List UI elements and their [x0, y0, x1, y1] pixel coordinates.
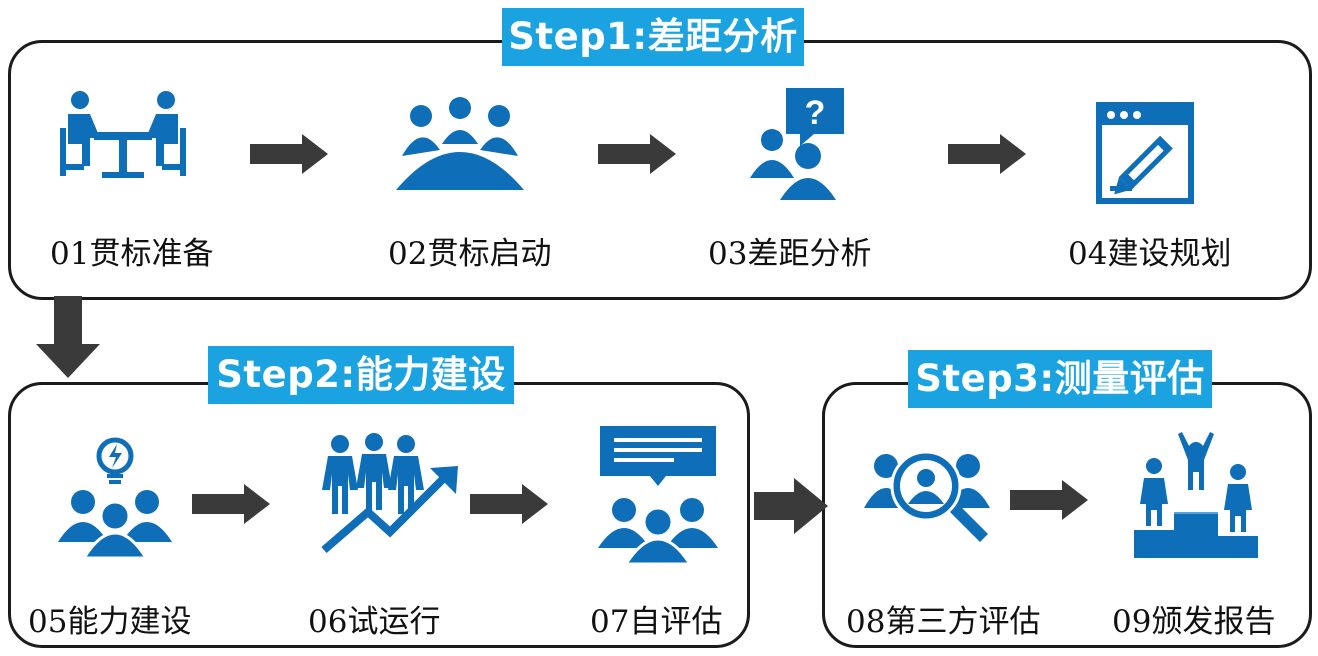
- arrow-01-02: [250, 134, 330, 174]
- step3-banner: Step3:测量评估: [908, 350, 1212, 408]
- item-02-label: 02贯标启动: [388, 236, 552, 272]
- arrow-step1-step2: [36, 296, 100, 378]
- arrow-06-07: [470, 484, 550, 524]
- step1-banner: Step1:差距分析: [502, 8, 804, 66]
- step2-banner: Step2:能力建设: [208, 346, 514, 404]
- item-01-label: 01贯标准备: [50, 236, 214, 272]
- arrow-02-03: [598, 134, 678, 174]
- arrow-05-06: [192, 484, 272, 524]
- meeting-table-icon: [58, 88, 188, 188]
- arrow-03-04: [948, 134, 1028, 174]
- item-05-label: 05能力建设: [28, 604, 192, 640]
- item-08-label: 08第三方评估: [846, 604, 1041, 640]
- magnifier-team-icon: [864, 442, 994, 546]
- svg-text:?: ?: [805, 94, 826, 132]
- item-07-label: 07自评估: [590, 604, 723, 640]
- arrow-08-09: [1010, 480, 1090, 520]
- growth-team-icon: [318, 432, 460, 556]
- podium-winners-icon: [1134, 432, 1258, 558]
- item-06-label: 06试运行: [308, 604, 441, 640]
- team-kickoff-icon: [394, 96, 526, 192]
- item-09-label: 09颁发报告: [1112, 604, 1276, 640]
- step1-panel: [8, 40, 1312, 300]
- arrow-step2-step3: [754, 478, 830, 534]
- idea-team-icon: [56, 436, 174, 560]
- planning-edit-icon: [1096, 102, 1194, 204]
- item-04-label: 04建设规划: [1068, 236, 1232, 272]
- question-consult-icon: ?: [746, 86, 846, 200]
- item-03-label: 03差距分析: [708, 236, 872, 272]
- feedback-team-icon: [596, 424, 720, 566]
